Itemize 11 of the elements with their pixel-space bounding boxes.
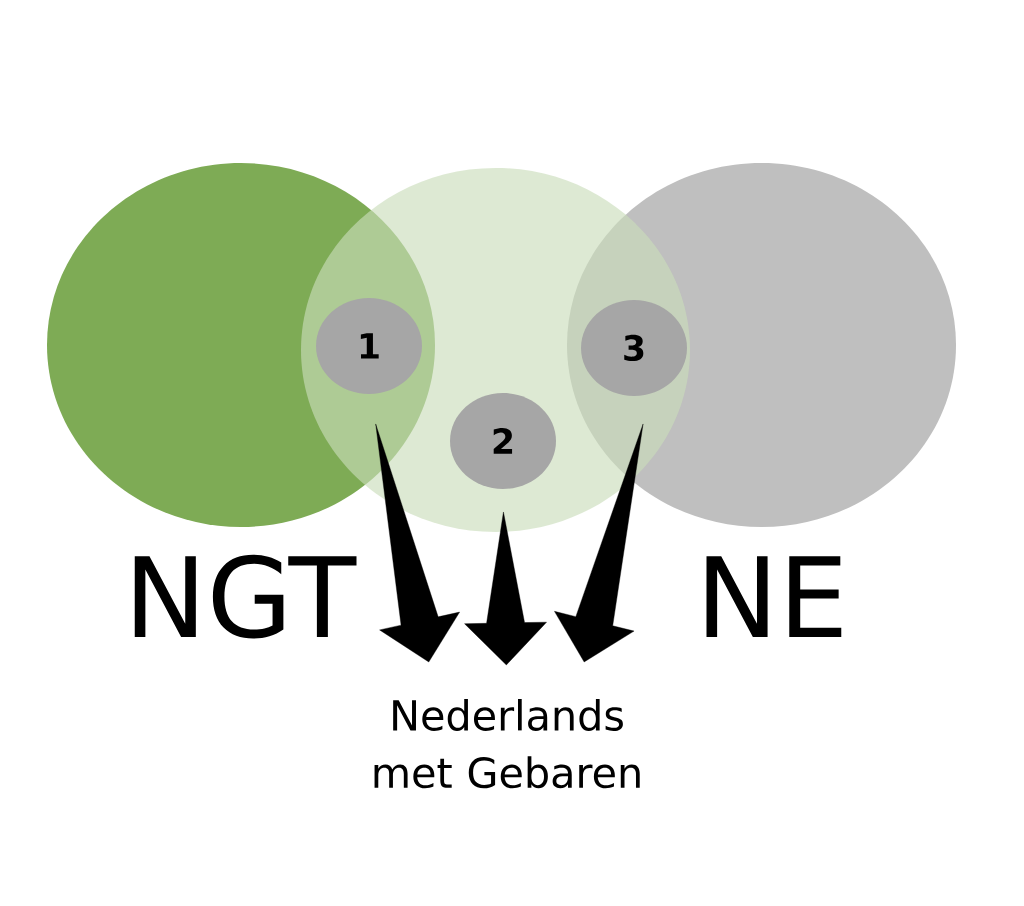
arrow [375,423,460,663]
numbered-oval: 2 [450,393,556,489]
circle-label: NE [706,556,842,637]
circle-label: NGT [134,554,357,639]
numbered-oval: 3 [581,300,687,396]
venn-circle [47,163,435,527]
numbered-oval: 1 [316,298,422,394]
venn-circle [567,163,956,527]
text-label: Nederlands met Gebaren [374,699,640,789]
arrow [554,423,644,663]
arrow [464,511,547,666]
